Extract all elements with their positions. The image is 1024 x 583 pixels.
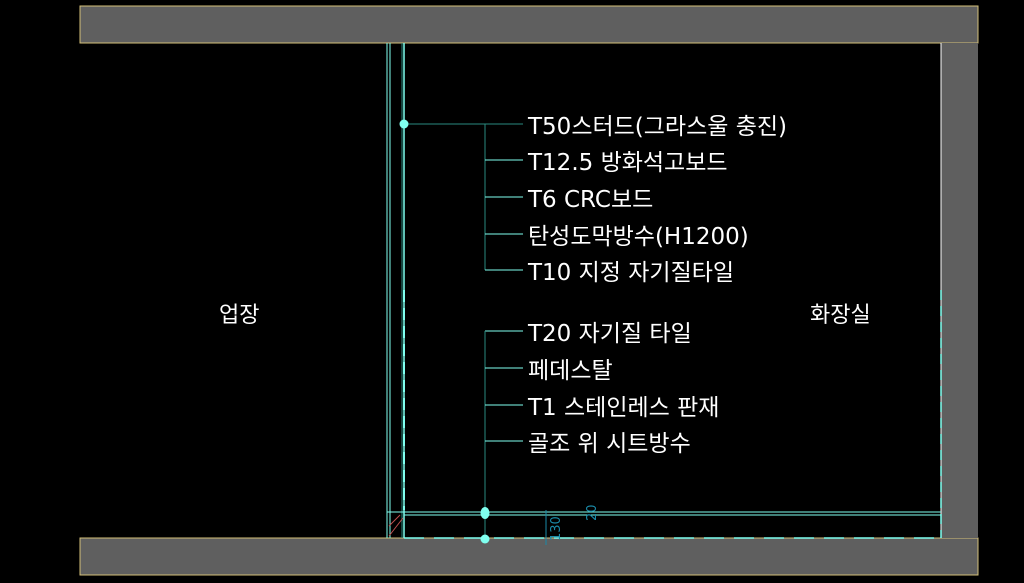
dimension: 130 20 bbox=[545, 504, 600, 545]
room-label-right: 화장실 bbox=[810, 303, 871, 328]
room-label-left: 업장 bbox=[219, 303, 259, 328]
label: 탄성도막방수(H1200) bbox=[528, 224, 749, 250]
label: T50스터드(그라스울 충진) bbox=[527, 114, 787, 140]
upper-labels: T50스터드(그라스울 충진) T12.5 방화석고보드 T6 CRC보드 탄성… bbox=[527, 114, 787, 286]
dimension-slope: 20 bbox=[585, 504, 600, 521]
label: T12.5 방화석고보드 bbox=[527, 150, 728, 176]
label: T1 스테인레스 판재 bbox=[527, 395, 719, 421]
bottom-slab bbox=[79, 537, 979, 576]
leader-lines bbox=[399, 119, 523, 544]
top-slab bbox=[79, 5, 979, 44]
label: T20 자기질 타일 bbox=[527, 321, 692, 347]
lower-labels: T20 자기질 타일 페데스탈 T1 스테인레스 판재 골조 위 시트방수 bbox=[527, 321, 719, 457]
label: 페데스탈 bbox=[528, 358, 613, 384]
label: T6 CRC보드 bbox=[527, 187, 653, 213]
right-wall bbox=[941, 43, 978, 538]
label: 골조 위 시트방수 bbox=[528, 431, 691, 457]
dimension-height: 130 bbox=[549, 516, 564, 541]
label: T10 지정 자기질타일 bbox=[527, 260, 734, 286]
